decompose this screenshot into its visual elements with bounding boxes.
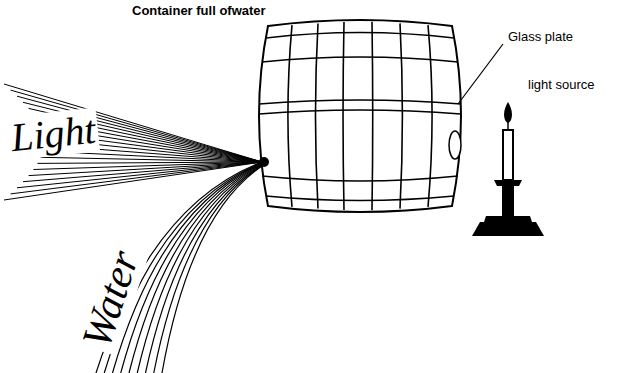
hole — [259, 157, 269, 167]
water-line — [162, 166, 262, 373]
stave — [371, 22, 373, 211]
container-label: Container full ofwater — [132, 4, 266, 18]
light-label: Light — [6, 107, 101, 160]
water-line — [137, 165, 262, 373]
barrel-hoops — [259, 33, 461, 201]
light-ray — [23, 162, 262, 182]
light-ray — [4, 84, 262, 162]
water-line — [129, 164, 262, 373]
light-rays — [4, 84, 262, 200]
water-label: Water — [72, 242, 148, 356]
barrel — [259, 20, 461, 212]
stave — [342, 22, 345, 210]
part-label: Glass plate — [508, 30, 573, 44]
light-ray — [29, 162, 262, 176]
candle — [472, 102, 544, 236]
water-line — [146, 165, 263, 373]
water-line — [154, 166, 262, 373]
light-ray — [41, 157, 262, 162]
glass-plate — [449, 131, 461, 159]
part-label: light source — [528, 78, 594, 92]
barrel-staves — [288, 22, 432, 211]
leader-line — [458, 44, 503, 104]
stave — [288, 25, 292, 207]
stave — [428, 25, 432, 207]
